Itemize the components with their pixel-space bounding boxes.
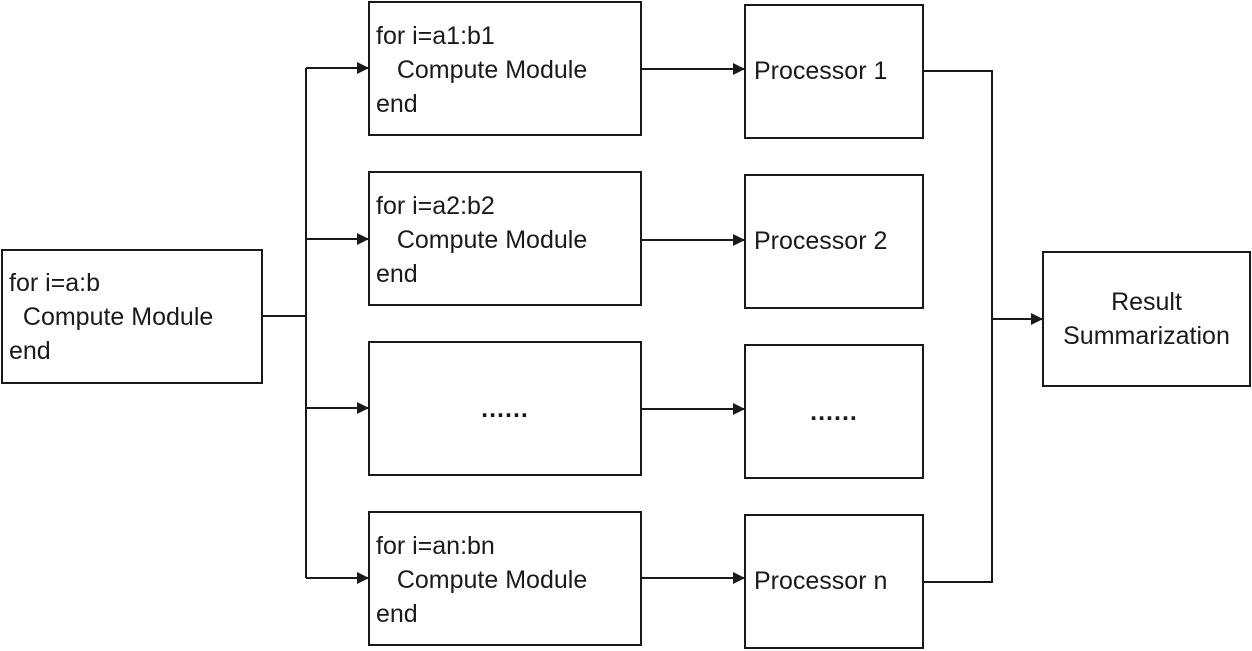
module-2-line-2: Compute Module [376, 226, 588, 254]
result-line-2: Summarization [1063, 322, 1230, 350]
source-loop-line-2: Compute Module [9, 303, 214, 331]
processor-ellipsis: ...... [810, 397, 858, 426]
processor-box-1: Processor 1 [744, 4, 924, 139]
module-ellipsis: ...... [481, 394, 529, 423]
module-box-n: for i=an:bn Compute Module end [368, 511, 642, 646]
processor-box-ellipsis: ...... [744, 344, 924, 479]
result-line-1: Result [1111, 288, 1182, 316]
module-1-line-3: end [376, 90, 418, 118]
module-2-line-1: for i=a2:b2 [376, 192, 495, 220]
module-box-ellipsis: ...... [368, 341, 642, 476]
processor-1-label: Processor 1 [754, 57, 888, 85]
processor-box-n: Processor n [744, 514, 924, 649]
module-1-line-2: Compute Module [376, 56, 588, 84]
source-loop-box: for i=a:b Compute Module end [1, 249, 263, 384]
module-2-line-3: end [376, 260, 418, 288]
source-loop-line-1: for i=a:b [9, 269, 101, 297]
processor-1-to-collector-line [924, 70, 993, 319]
module-box-1: for i=a1:b1 Compute Module end [368, 1, 642, 136]
module-n-line-2: Compute Module [376, 566, 588, 594]
module-box-2: for i=a2:b2 Compute Module end [368, 171, 642, 306]
processor-2-label: Processor 2 [754, 227, 888, 255]
processor-n-label: Processor n [754, 567, 888, 595]
source-loop-line-3: end [9, 337, 51, 365]
processor-n-to-collector-line [924, 319, 993, 583]
processor-box-2: Processor 2 [744, 174, 924, 309]
module-n-line-1: for i=an:bn [376, 532, 495, 560]
result-summarization-box: Result Summarization [1042, 251, 1251, 387]
module-n-line-3: end [376, 600, 418, 628]
module-1-line-1: for i=a1:b1 [376, 22, 495, 50]
